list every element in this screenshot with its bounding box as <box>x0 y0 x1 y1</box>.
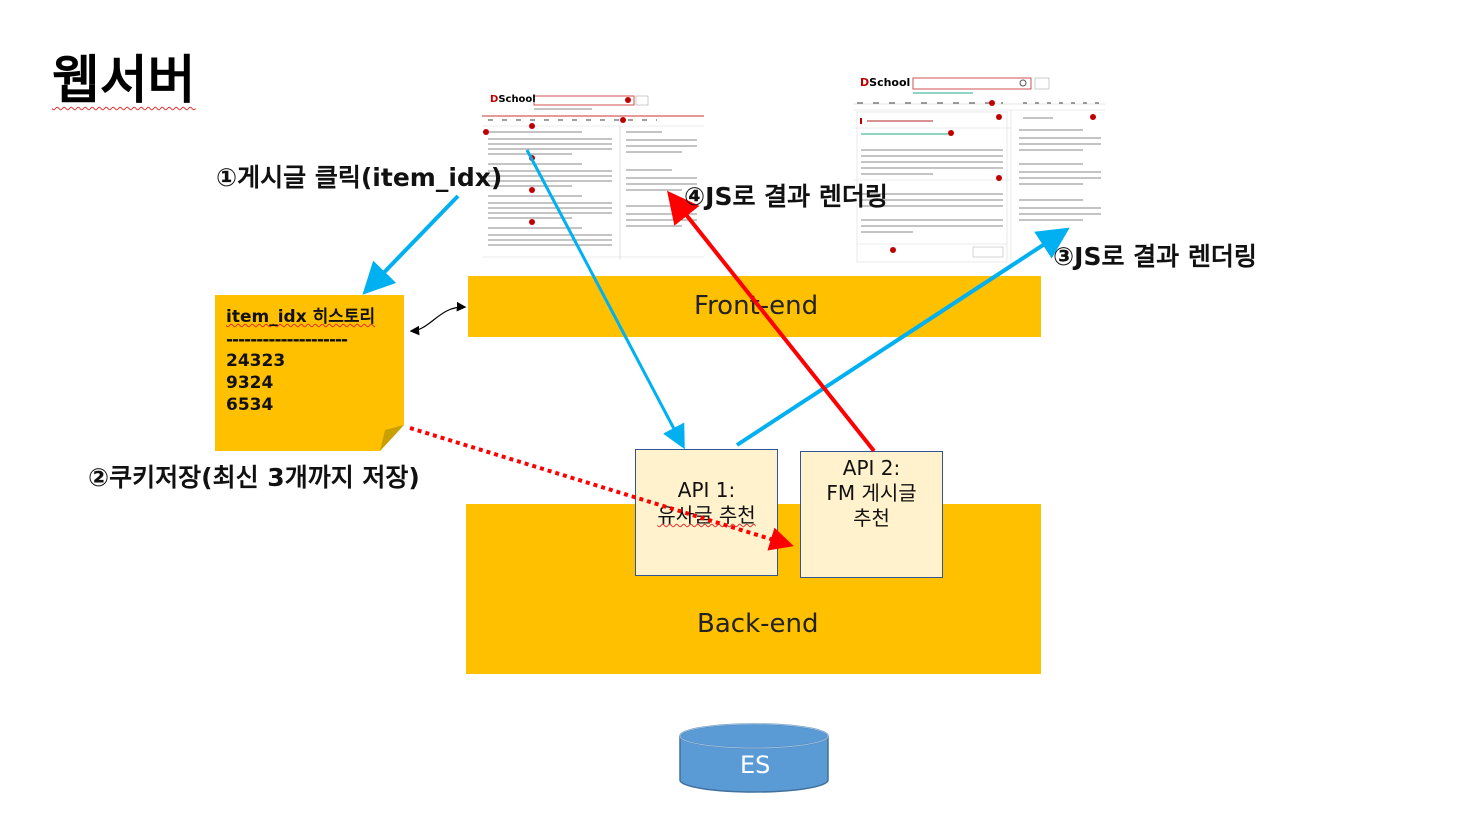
step4-label: ④JS로 결과 렌더링 <box>684 182 888 211</box>
step3-label: ③JS로 결과 렌더링 <box>1053 242 1257 271</box>
history-header: item_idx 히스토리 <box>226 307 376 327</box>
history-item: 9324 <box>226 373 274 393</box>
item-history-cookie-note <box>215 295 404 451</box>
dschool-logo: DSchool <box>490 94 536 105</box>
api2-fm-recommendation: API 2: FM 게시글 추천 <box>800 451 943 578</box>
history-item: 24323 <box>226 351 286 371</box>
step2-label: ②쿠키저장(최신 3개까지 저장) <box>88 463 420 492</box>
es-label: ES <box>740 751 771 779</box>
api2-description-2: 추천 <box>853 506 890 530</box>
page-title: 웹서버 <box>52 51 196 111</box>
dschool-logo-2: DSchool <box>860 76 911 89</box>
backend-label: Back-end <box>697 609 819 639</box>
history-divider: -------------------- <box>226 330 348 350</box>
api2-description: FM 게시글 <box>826 481 917 505</box>
step1-label: ①게시글 클릭(item_idx) <box>216 163 503 192</box>
api2-title: API 2: <box>842 456 901 480</box>
history-item: 6534 <box>226 395 274 415</box>
